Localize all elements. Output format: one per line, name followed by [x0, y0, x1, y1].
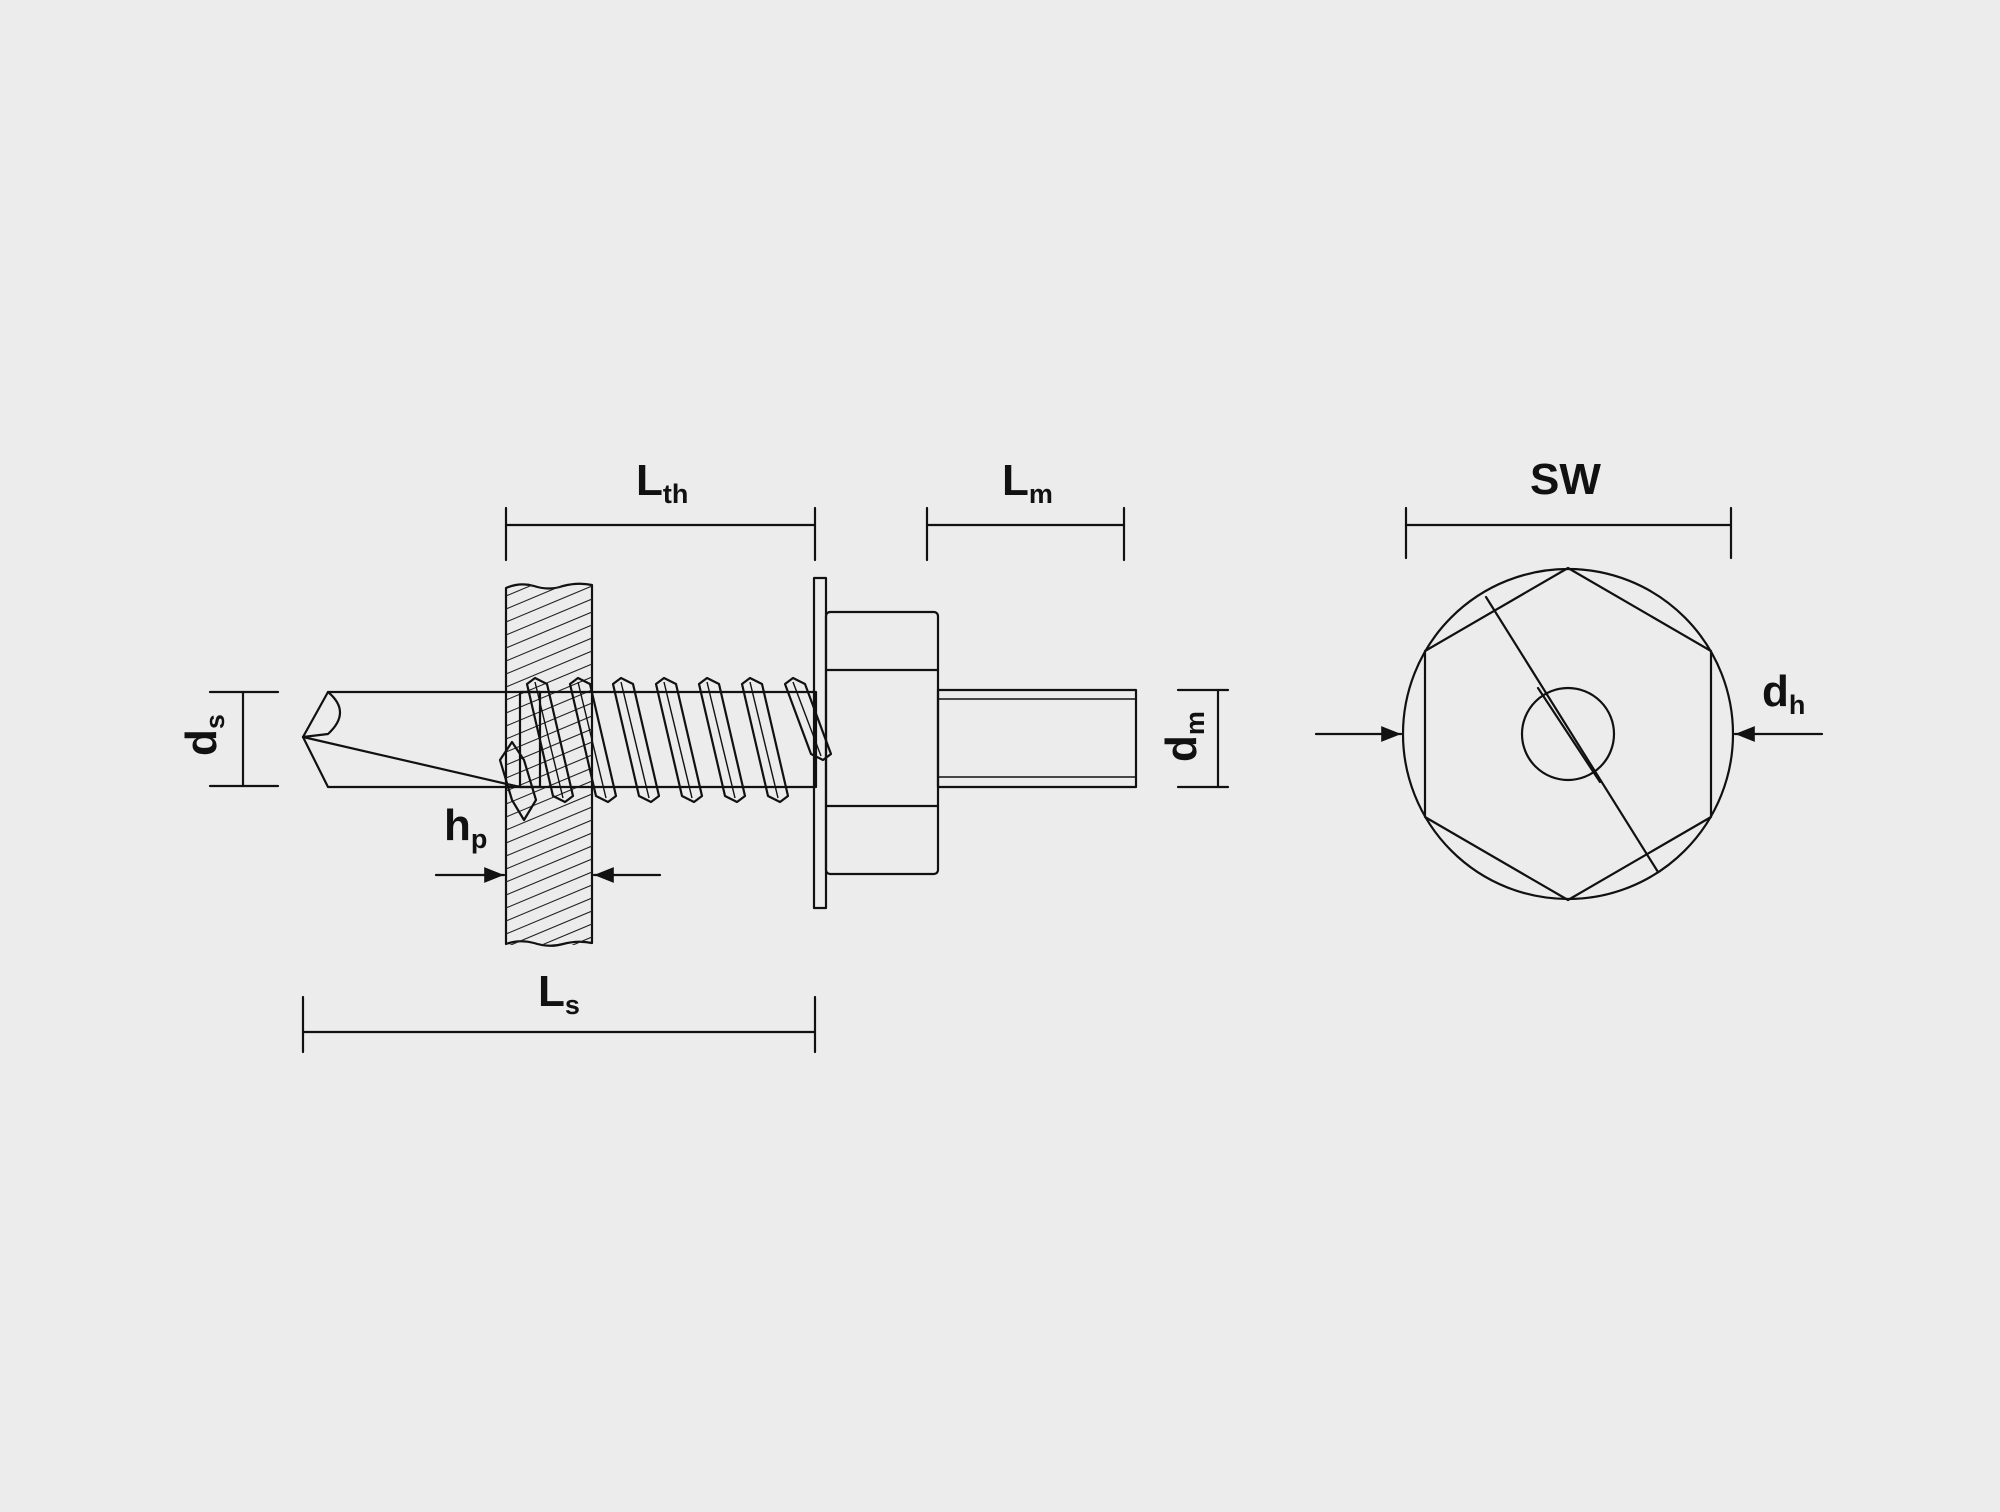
screw-side-view: [301, 576, 1138, 947]
thread-crest: [611, 676, 661, 804]
dh-label: d: [1762, 667, 1789, 716]
dm-label: d: [1157, 735, 1206, 762]
thread-crest: [568, 676, 618, 804]
dimension-sw: SW: [1404, 455, 1733, 560]
dimension-hp: hp: [434, 801, 662, 883]
center-hole: [1520, 686, 1616, 782]
hex-head: [824, 610, 940, 876]
svg-text:Ls: Ls: [538, 967, 580, 1020]
screw-top-view: [1401, 566, 1735, 902]
screw-shank: [518, 690, 818, 789]
dimension-dm: dm: [1157, 688, 1230, 789]
thread-crest: [740, 676, 790, 804]
dm-subscript: m: [1180, 711, 1210, 735]
thread-crest: [498, 740, 538, 822]
svg-text:dm: dm: [1157, 711, 1210, 762]
lth-label: L: [636, 456, 663, 505]
svg-text:dh: dh: [1762, 667, 1805, 720]
svg-text:Lth: Lth: [636, 456, 688, 509]
lm-label: L: [1002, 456, 1029, 505]
ds-label: d: [177, 729, 226, 756]
sw-label: SW: [1530, 455, 1601, 504]
thread-crest: [654, 676, 704, 804]
thread-crest: [783, 676, 833, 762]
svg-text:hp: hp: [444, 801, 487, 854]
hp-subscript: p: [471, 824, 488, 854]
lth-subscript: th: [663, 479, 688, 509]
thread-crests: [498, 676, 833, 822]
ls-subscript: s: [565, 990, 580, 1020]
dimension-lth: Lth: [504, 456, 817, 562]
drill-tip-flute: [301, 690, 342, 739]
svg-text:ds: ds: [177, 714, 230, 756]
dimension-dh: dh: [1314, 667, 1824, 742]
dimension-lm: Lm: [925, 456, 1126, 562]
lm-subscript: m: [1029, 479, 1053, 509]
svg-text:Lm: Lm: [1002, 456, 1053, 509]
ds-subscript: s: [200, 714, 230, 729]
hp-label: h: [444, 801, 471, 850]
ls-label: L: [538, 967, 565, 1016]
dimension-ls: Ls: [301, 967, 817, 1054]
dh-subscript: h: [1789, 690, 1806, 720]
drill-tip-edge: [301, 735, 522, 789]
thread-crest: [697, 676, 747, 804]
dimension-ds: ds: [177, 690, 280, 788]
hex-outline: [1423, 566, 1713, 902]
driver-shaft: [936, 688, 1138, 789]
thread-crest: [525, 676, 575, 804]
top-view-diagonal: [1484, 595, 1660, 874]
